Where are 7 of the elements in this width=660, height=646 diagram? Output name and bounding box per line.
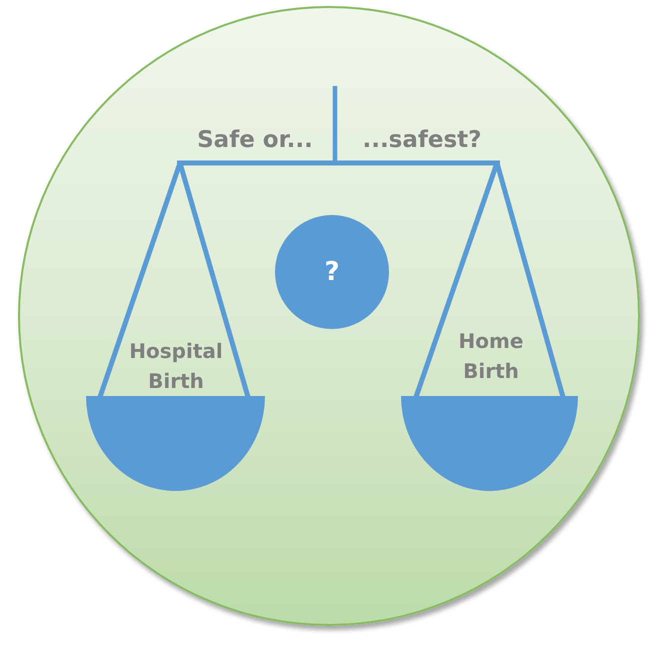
pan-label: Hospital Birth — [128, 338, 224, 395]
scale-pan — [86, 396, 265, 491]
pan-label: Home Birth — [458, 328, 524, 385]
question-circle: ? — [275, 215, 389, 329]
scale-pan — [401, 396, 578, 491]
beam-label: ...safest? — [361, 126, 483, 155]
beam-label: Safe or... — [196, 126, 314, 155]
